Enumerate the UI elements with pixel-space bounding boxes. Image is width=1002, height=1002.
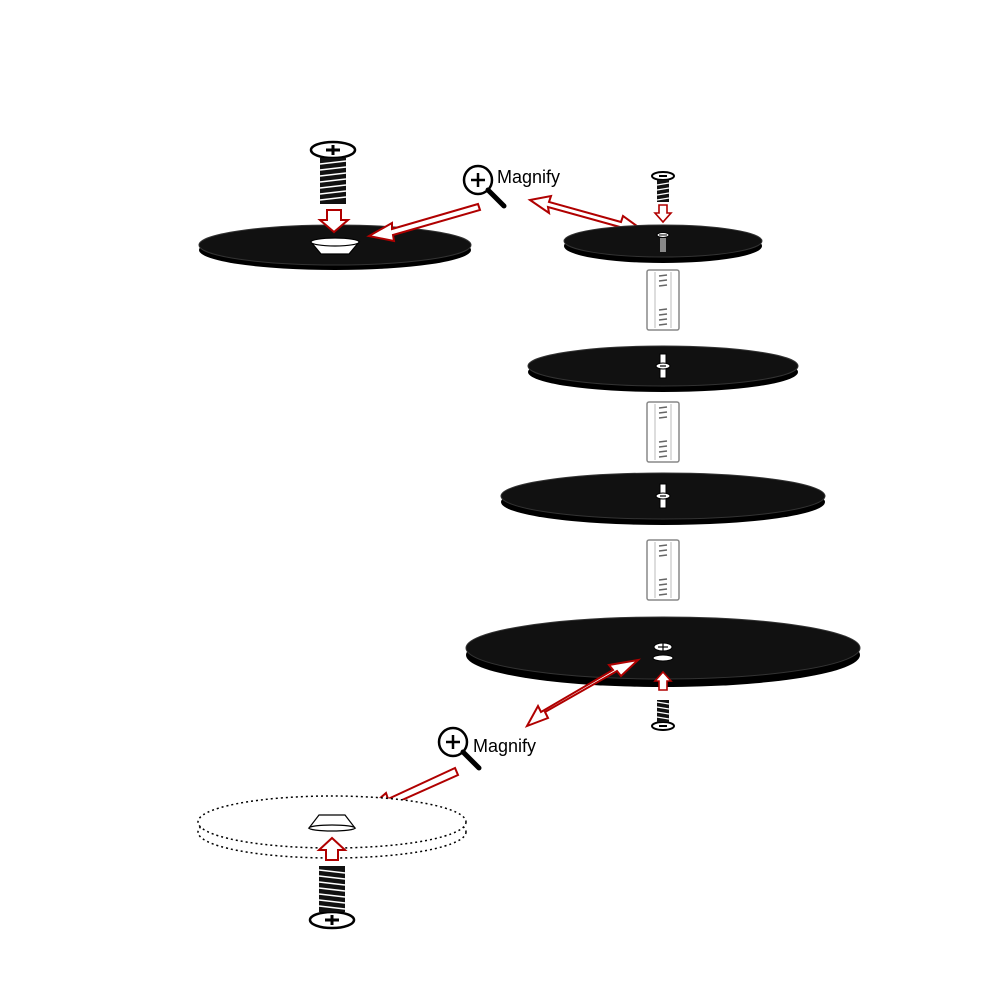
magnify-callout-top: Magnify — [464, 166, 560, 206]
screw-icon — [651, 171, 675, 203]
standoff-icon — [646, 401, 680, 463]
arrow-icon — [317, 209, 351, 234]
screw-icon — [308, 864, 356, 930]
plate-icon — [527, 345, 799, 392]
magnify-callout-bottom: Magnify — [439, 728, 536, 768]
arrow-icon — [366, 202, 482, 243]
magnified-top-plate — [198, 224, 472, 270]
magnify-label-top: Magnify — [497, 167, 560, 187]
plate-icon — [500, 472, 826, 525]
screw-icon — [651, 699, 675, 731]
arrow-icon — [316, 836, 348, 861]
standoff-icon — [646, 539, 680, 601]
arrow-icon — [653, 204, 673, 224]
screw-icon — [309, 140, 357, 206]
arrow-icon — [653, 670, 673, 691]
magnify-label-bottom: Magnify — [473, 736, 536, 756]
standoff-icon — [646, 269, 680, 331]
arrow-icon — [524, 658, 642, 728]
plate-icon — [563, 224, 763, 263]
plate-icon — [465, 616, 861, 687]
